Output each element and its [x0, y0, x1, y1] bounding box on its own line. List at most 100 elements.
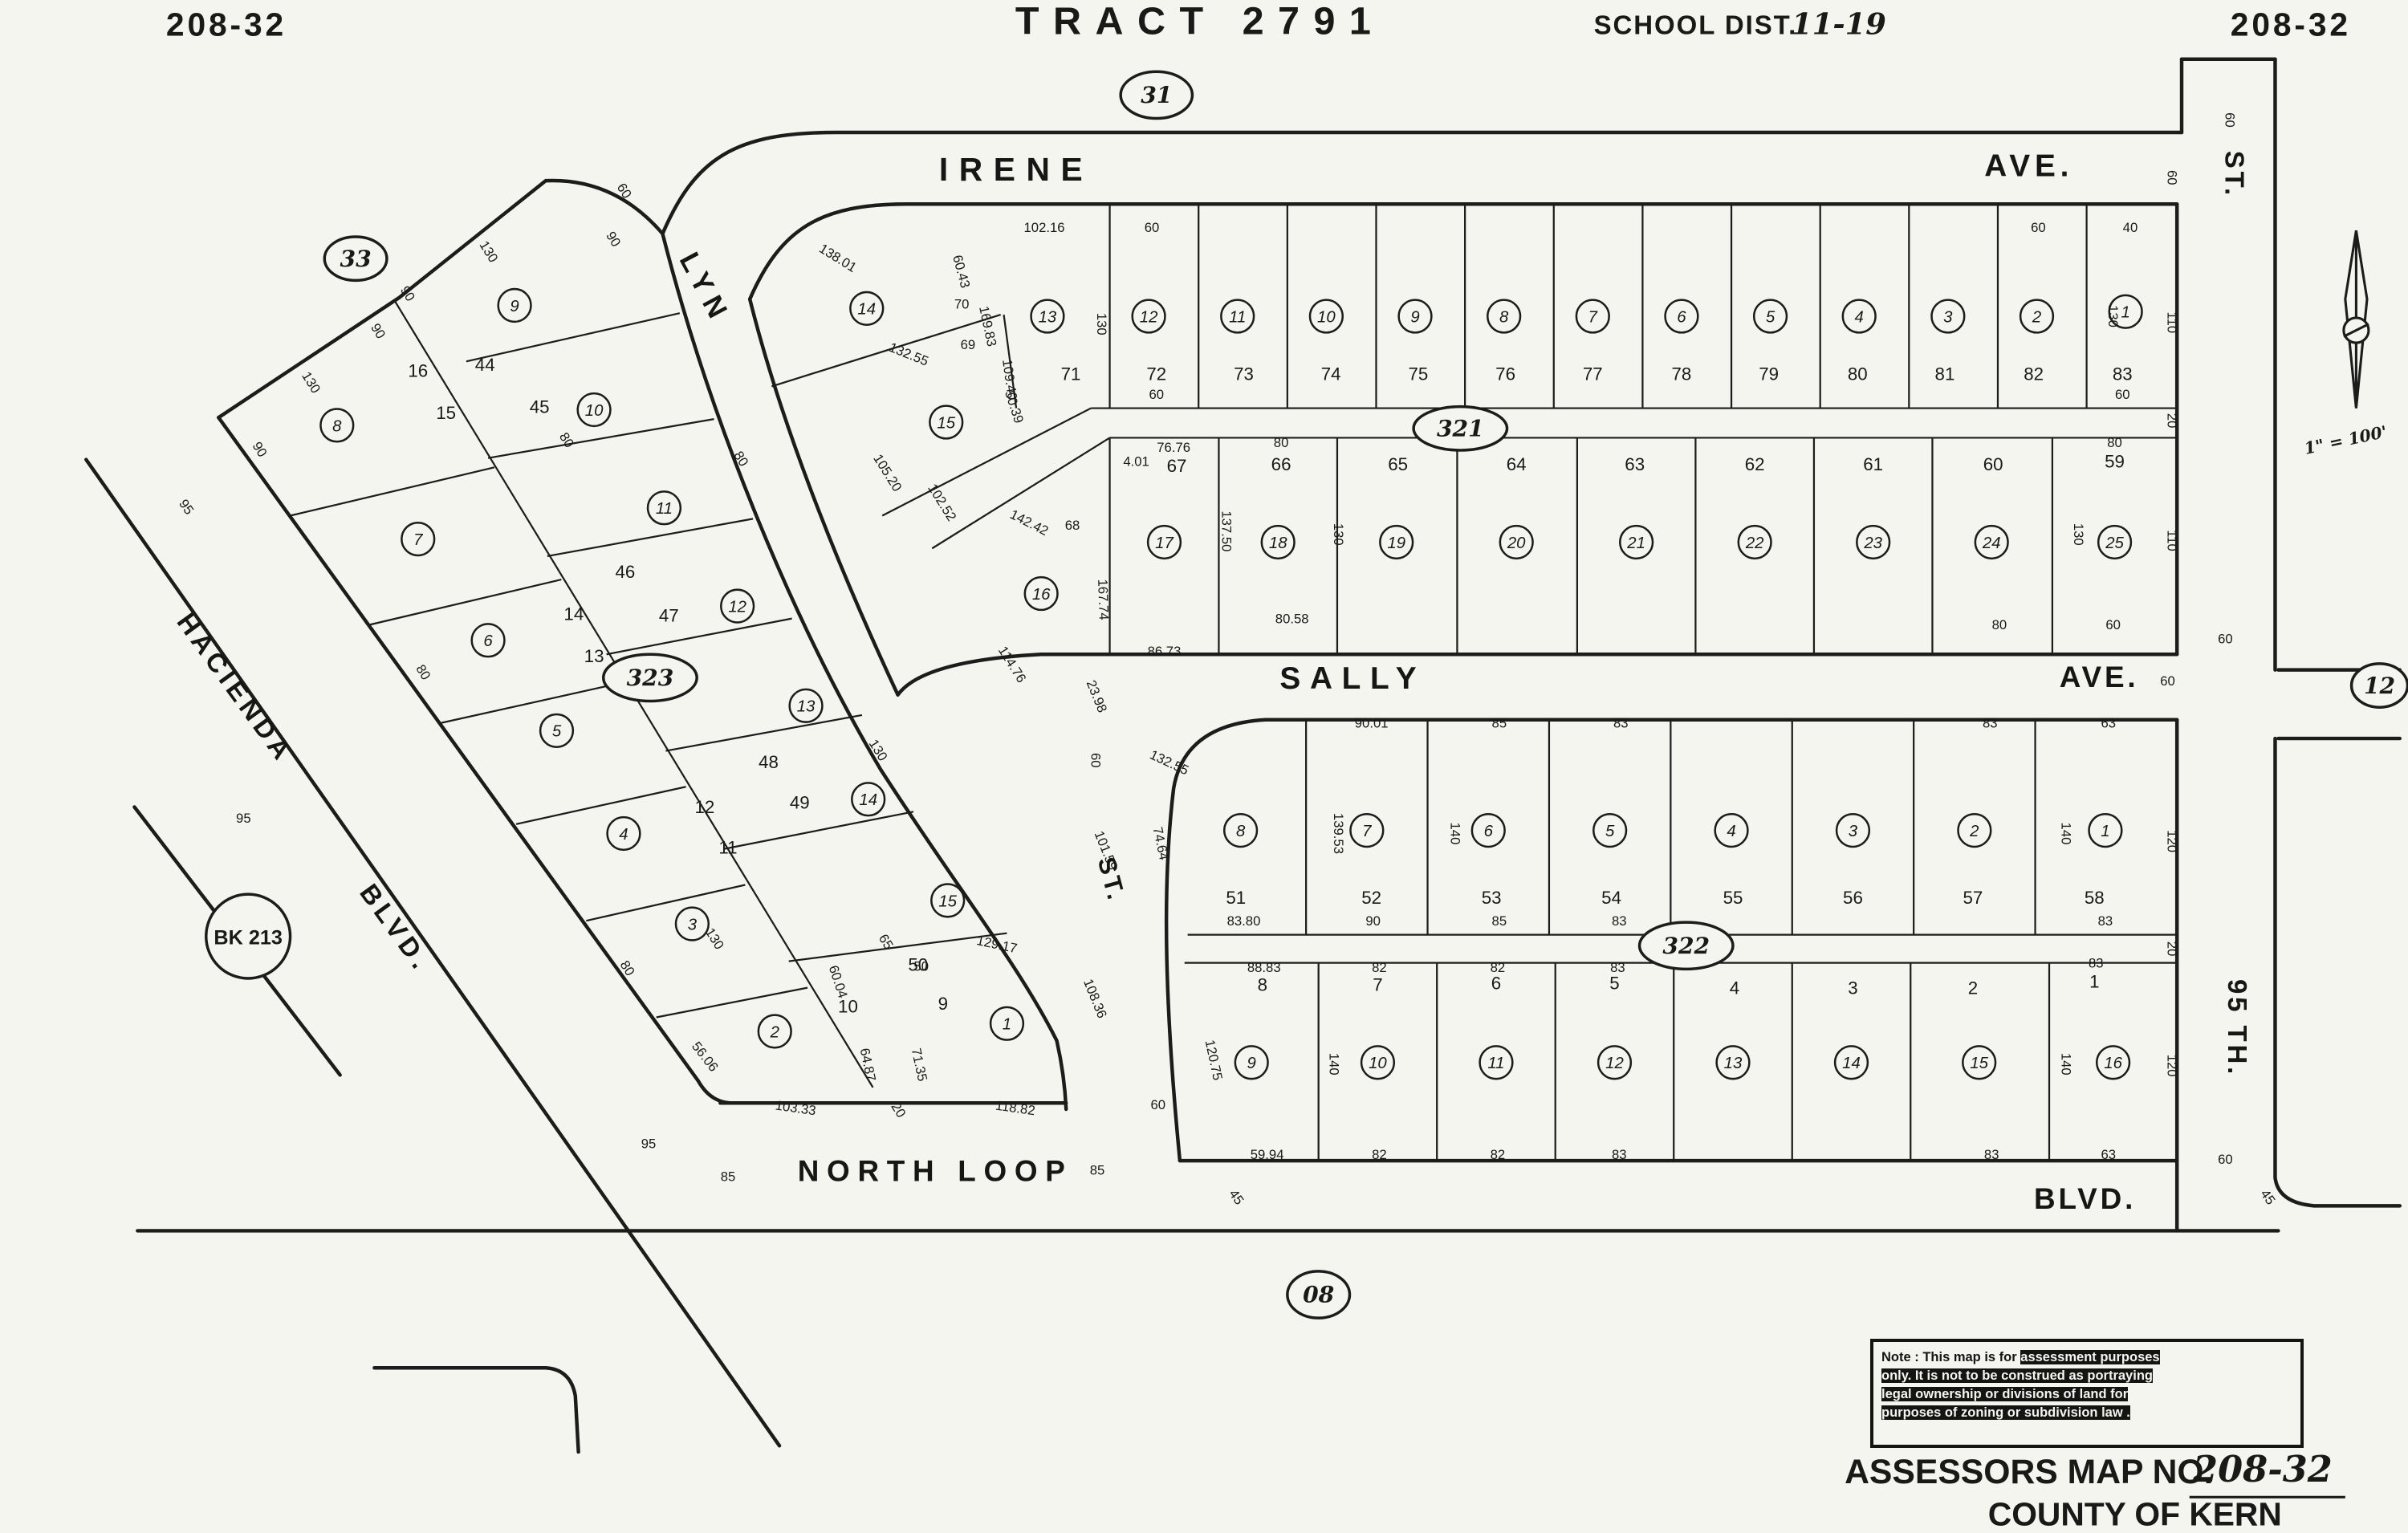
parcel-number: 71: [1061, 364, 1081, 384]
dimension-label: 82: [1372, 960, 1387, 975]
dimension-label: 85: [1492, 913, 1507, 929]
lot-number: 1: [1003, 1016, 1011, 1034]
dimension-label: 120: [2165, 830, 2180, 852]
lot-circle: [1131, 299, 1166, 334]
dimension-label: 90.01: [1355, 715, 1389, 730]
lot-number: 8: [332, 417, 342, 435]
parcel-number: 62: [1745, 454, 1765, 474]
lot-circle: [1220, 299, 1255, 334]
lot-marker: 14: [1833, 1045, 1869, 1080]
parcel-number: 2: [1968, 978, 1978, 998]
dimension-label: 130: [1094, 313, 1109, 335]
parcel-number: 63: [1625, 454, 1645, 474]
lot-number: 21: [1626, 535, 1645, 552]
parcel-number: 10: [838, 997, 858, 1017]
lot-circle: [1752, 299, 1788, 334]
lot-marker: 11: [646, 490, 682, 526]
lot-number: 13: [797, 698, 816, 716]
lot-circle: [606, 815, 641, 852]
dimension-label: 83.80: [1227, 913, 1261, 929]
block-badge-ellipse: [601, 653, 698, 703]
lot-number: 6: [1484, 823, 1494, 840]
block-badge: 12: [2349, 662, 2408, 709]
street-label: NORTH LOOP: [798, 1154, 1073, 1187]
note-text: assessment purposes: [2020, 1350, 2160, 1364]
parcel-number: 56: [1843, 888, 1863, 908]
parcel-number: 1: [2089, 972, 2099, 992]
lot-marker: 8: [1487, 299, 1522, 334]
lot-marker: 12: [1597, 1045, 1633, 1080]
parcel-number: 61: [1863, 454, 1883, 474]
lot-circle: [1715, 1045, 1751, 1080]
assessors-map-label: ASSESSORS MAP NO.: [1845, 1453, 2213, 1491]
lot-number: 19: [1387, 535, 1405, 552]
lot-number: 13: [1724, 1055, 1743, 1072]
lot-circle: [2095, 1045, 2131, 1080]
lot-circle: [1841, 299, 1877, 334]
dimension-label: 82: [1372, 1147, 1387, 1162]
north-arrow-symbol-slash: [2343, 323, 2369, 338]
lot-circle: [757, 1014, 792, 1049]
dimension-label: 83: [1612, 913, 1627, 929]
lot-circle: [1499, 524, 1534, 560]
parcel-number: 48: [759, 752, 779, 772]
lot-number: 6: [1677, 308, 1686, 326]
lot-marker: 15: [1962, 1045, 1997, 1080]
parcel-number: 58: [2085, 888, 2105, 908]
lot-circle: [1470, 812, 1506, 848]
lot-number: 2: [1969, 823, 1979, 840]
lot-marker: 3: [1835, 812, 1871, 848]
lot-circle: [1835, 812, 1871, 848]
block-321-row2-dividers: [1108, 437, 2054, 655]
dimension-label: 95: [176, 497, 197, 518]
lot-marker: 7: [1575, 299, 1610, 334]
lot-circle: [1360, 1045, 1396, 1080]
dimension-label: 95: [236, 811, 251, 826]
parcel-number: 5: [1609, 974, 1619, 994]
block-323-west-lot-lines: [290, 466, 808, 1019]
lot-circle: [1930, 299, 1966, 334]
dimension-label: 90: [1365, 913, 1381, 929]
dimension-label: 102.52: [925, 481, 959, 523]
lot-number: 8: [1499, 308, 1509, 326]
bk-badge-circle: [205, 893, 292, 980]
lot-circle: [1487, 299, 1522, 334]
dimension-label: 108.36: [1080, 977, 1110, 1020]
lot-circle: [1962, 1045, 1997, 1080]
parcel-number: 52: [1361, 888, 1381, 908]
lot-circle: [1308, 299, 1344, 334]
dimension-label: 60: [2115, 387, 2130, 402]
block-321-row1-dividers: [1108, 204, 2088, 409]
dimension-label: 80: [1992, 617, 2007, 632]
lot-number: 5: [1766, 308, 1775, 326]
dimension-label: 130: [702, 925, 727, 953]
lower-left-corner: [372, 1366, 580, 1454]
parcel-number: 75: [1408, 364, 1428, 384]
block-321-left-diagonals: [771, 314, 1111, 550]
dimension-label: 4.01: [1123, 453, 1149, 469]
lot-circle: [2019, 299, 2055, 334]
dimension-label: 110: [2165, 530, 2180, 551]
parcel-number: 11: [718, 838, 737, 858]
dimension-label: 68: [1065, 518, 1080, 533]
lot-circle: [539, 713, 575, 748]
parcel-number: 8: [1258, 975, 1267, 995]
lot-number: 22: [1745, 535, 1764, 552]
dimension-label: 110: [2165, 311, 2180, 333]
lot-circle: [1234, 1045, 1269, 1080]
dimension-label: 140: [2059, 823, 2074, 845]
block-badge: 33: [323, 235, 388, 283]
lot-marker: 10: [576, 392, 612, 428]
block-badge: 321: [1412, 405, 1509, 452]
lot-number: 3: [1943, 308, 1953, 326]
dimension-label: 140: [2059, 1053, 2074, 1076]
lot-marker: 13: [788, 688, 824, 723]
dimension-label: 90: [603, 229, 624, 250]
lot-number: 25: [2105, 535, 2124, 552]
lot-circle: [1397, 299, 1433, 334]
lot-marker: 15: [929, 405, 964, 440]
parcel-number: 64: [1507, 454, 1527, 474]
parcel-number: 59: [2105, 451, 2125, 471]
